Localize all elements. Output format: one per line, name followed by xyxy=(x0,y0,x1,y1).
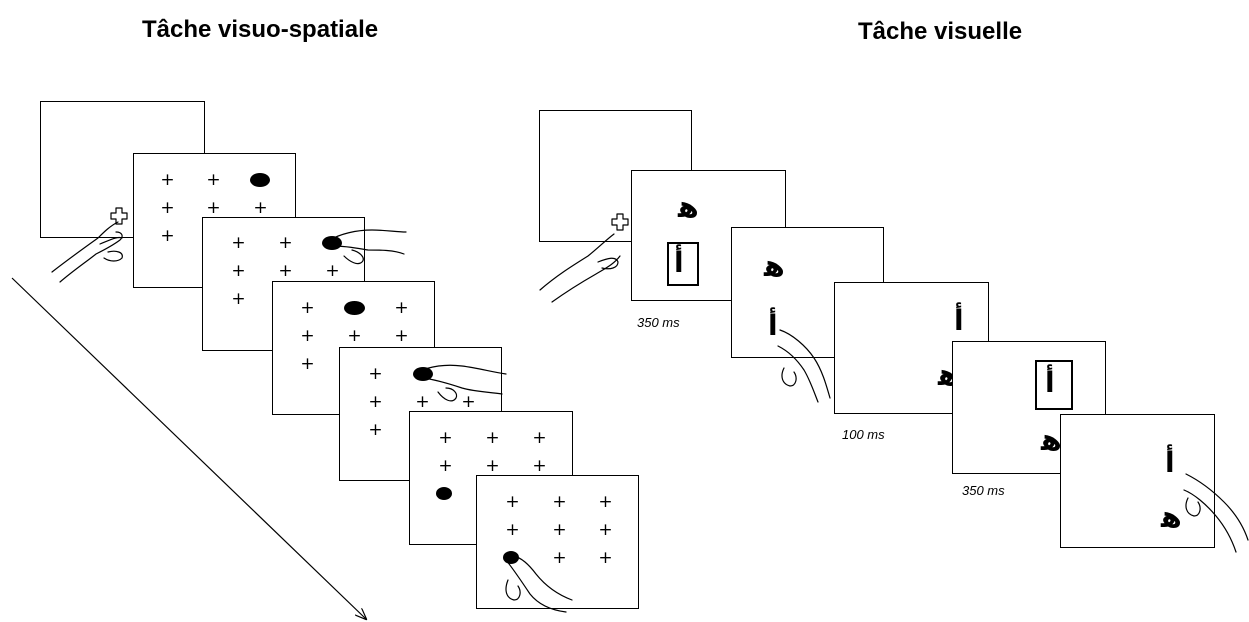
plus-cross: + xyxy=(160,170,175,190)
plus-cross: + xyxy=(206,170,221,190)
distractor-letter: ﻫ xyxy=(1041,423,1062,458)
plus-cross: + xyxy=(598,520,613,540)
plus-cross: + xyxy=(485,456,500,476)
distractor-letter: ﻫ xyxy=(678,190,699,225)
vs-frame-6: + + + + + + + + xyxy=(476,475,639,609)
plus-cross: + xyxy=(485,428,500,448)
plus-cross: + xyxy=(505,520,520,540)
target-dot xyxy=(413,367,433,381)
plus-cross: + xyxy=(278,233,293,253)
timing-label: 100 ms xyxy=(842,427,885,442)
target-dot xyxy=(250,173,270,187)
plus-cross: + xyxy=(461,392,476,412)
plus-cross: + xyxy=(160,198,175,218)
distractor-letter: ﻫ xyxy=(1161,500,1182,535)
target-letter: أ xyxy=(674,246,684,279)
title-visual-task: Tâche visuelle xyxy=(858,18,1023,45)
target-letter: أ xyxy=(1165,446,1175,479)
target-letter-box xyxy=(1035,360,1073,410)
plus-cross: + xyxy=(231,261,246,281)
plus-cross: + xyxy=(598,492,613,512)
plus-cross: + xyxy=(300,354,315,374)
plus-cross: + xyxy=(347,326,362,346)
timing-label: 350 ms xyxy=(962,483,1005,498)
plus-cross: + xyxy=(505,492,520,512)
plus-cross: + xyxy=(368,420,383,440)
plus-cross: + xyxy=(394,326,409,346)
target-dot xyxy=(322,236,342,250)
plus-cross: + xyxy=(438,456,453,476)
plus-cross: + xyxy=(532,456,547,476)
target-letter: أ xyxy=(954,304,964,337)
plus-cross: + xyxy=(552,520,567,540)
target-dot xyxy=(344,301,365,315)
plus-cross: + xyxy=(415,392,430,412)
hand-icon xyxy=(539,233,621,303)
distractor-letter: ﻫ xyxy=(764,249,785,284)
v-frame-5: أ ﻫ xyxy=(1060,414,1215,548)
plus-cross: + xyxy=(598,548,613,568)
target-letter: أ xyxy=(1045,366,1055,399)
target-dot xyxy=(436,487,452,500)
plus-cross: + xyxy=(160,226,175,246)
timing-label: 350 ms xyxy=(637,315,680,330)
plus-cross: + xyxy=(438,428,453,448)
plus-cross: + xyxy=(231,233,246,253)
target-dot xyxy=(503,551,519,564)
plus-cross: + xyxy=(394,298,409,318)
title-visuo-spatial-task: Tâche visuo-spatiale xyxy=(142,16,379,43)
plus-cross: + xyxy=(300,326,315,346)
plus-cross: + xyxy=(231,289,246,309)
target-letter-box xyxy=(667,242,699,286)
plus-cross: + xyxy=(368,392,383,412)
plus-cross: + xyxy=(532,428,547,448)
plus-cross: + xyxy=(368,364,383,384)
plus-cross: + xyxy=(206,198,221,218)
plus-cross: + xyxy=(552,492,567,512)
plus-cross: + xyxy=(300,298,315,318)
target-letter: أ xyxy=(768,309,778,342)
plus-cross: + xyxy=(253,198,268,218)
plus-cross: + xyxy=(325,261,340,281)
plus-cross: + xyxy=(552,548,567,568)
plus-cross: + xyxy=(278,261,293,281)
